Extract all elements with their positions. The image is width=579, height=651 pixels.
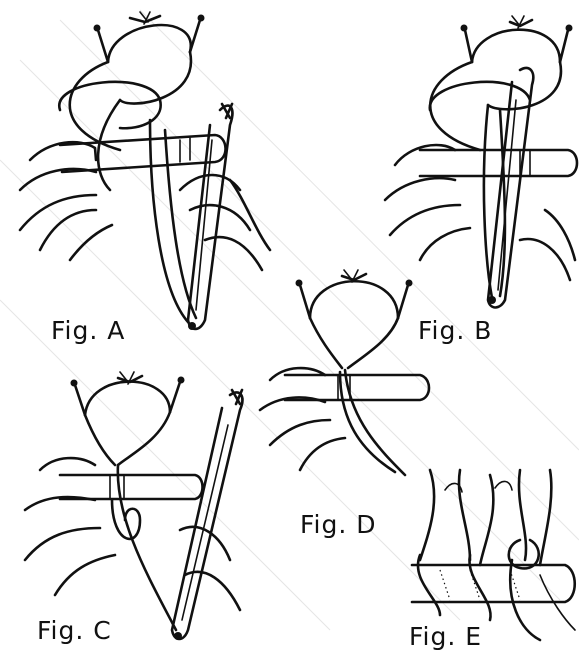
figure-c-drawing [25,372,242,640]
caption-fig-a: Fig. A [51,318,125,343]
caption-fig-d: Fig. D [300,512,377,537]
figure-b-drawing [385,16,577,308]
caption-fig-e: Fig. E [409,624,482,649]
caption-fig-c: Fig. C [37,618,112,643]
figure-e-drawing [412,470,575,640]
figure-a-drawing [20,12,270,330]
caption-fig-b: Fig. B [418,318,492,343]
pin-left [98,30,108,62]
